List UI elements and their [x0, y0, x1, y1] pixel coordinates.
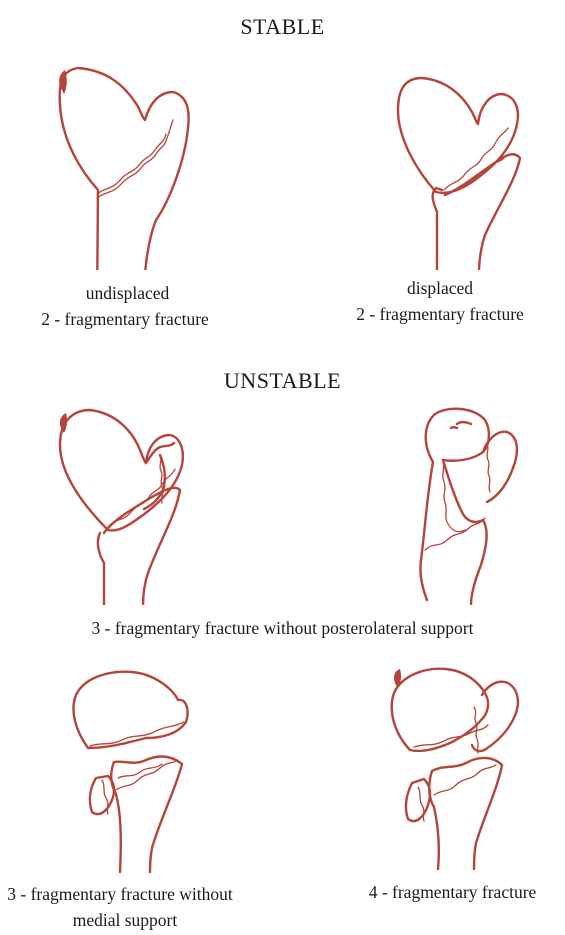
- femoral-shaft-fragment: [433, 154, 520, 270]
- femoral-head-fragment: [426, 409, 489, 462]
- stable-heading: STABLE: [0, 16, 565, 38]
- femur-outline: [60, 68, 189, 270]
- fracture-line: [97, 120, 173, 198]
- posterolateral-caption: 3 - fragmentary fracture without postero…: [0, 620, 565, 638]
- femoral-head-fragment: [392, 669, 488, 751]
- femoral-shaft-fragment: [98, 488, 180, 605]
- four-fragment-caption: 4 - fragmentary fracture: [340, 884, 565, 902]
- femoral-shaft-fragment: [420, 460, 486, 605]
- medial-caption-line1: 3 - fragmentary fracture without: [0, 886, 265, 904]
- displaced-caption-line1: displaced: [340, 280, 540, 298]
- three-fragment-trochanter-diagram: [395, 400, 545, 605]
- displaced-fracture-diagram: [370, 50, 550, 270]
- greater-trochanter-fragment: [472, 682, 518, 751]
- medial-caption-line2: medial support: [0, 912, 250, 930]
- lesser-trochanter-fragment: [406, 779, 430, 821]
- unstable-heading: UNSTABLE: [0, 370, 565, 392]
- femoral-shaft-fragment: [111, 757, 182, 872]
- displaced-caption-line2: 2 - fragmentary fracture: [320, 306, 560, 324]
- three-fragment-medial-diagram: [50, 660, 220, 875]
- undisplaced-caption-line1: undisplaced: [40, 285, 215, 303]
- femoral-shaft-fragment: [429, 758, 502, 869]
- undisplaced-fracture-diagram: [40, 50, 215, 270]
- undisplaced-caption-line2: 2 - fragmentary fracture: [0, 311, 250, 329]
- four-fragment-diagram: [370, 655, 550, 870]
- three-fragment-posterolateral-diagram: [40, 395, 215, 605]
